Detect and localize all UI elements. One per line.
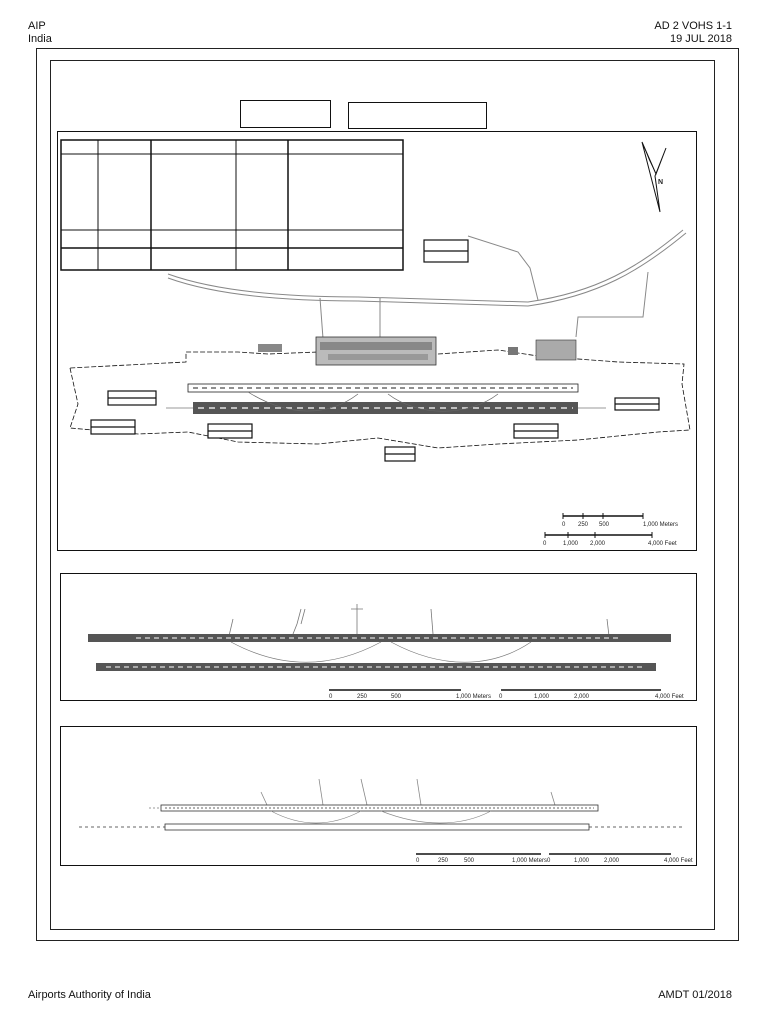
runway-detail-panel-2: 0 250 500 1,000 Meters 0 1,000 2,000 4,0…	[60, 726, 697, 866]
detail2-runway-upper	[160, 804, 599, 812]
d2-m-1000: 1,000 Meters	[512, 858, 547, 864]
title-box-left	[240, 100, 331, 128]
detail2-scale-meters: 0 250 500 1,000 Meters	[416, 853, 547, 864]
terminal-complex	[258, 336, 577, 366]
scale-ft-2000: 2,000	[590, 541, 606, 547]
d1-ft-0: 0	[499, 694, 503, 700]
scale-m-1000: 1,000 Meters	[643, 522, 678, 528]
header-page-ref: AD 2 VOHS 1-1	[654, 20, 732, 32]
d2-ft-0: 0	[547, 858, 551, 864]
d2-ft-4000: 4,000 Feet	[664, 858, 693, 864]
header-country: India	[28, 33, 52, 45]
d1-ft-4000: 4,000 Feet	[655, 694, 684, 700]
d2-m-0: 0	[416, 858, 420, 864]
label-boxes	[90, 239, 660, 462]
access-roads	[167, 229, 687, 354]
d1-ft-2000: 2,000	[574, 694, 590, 700]
runway-detail-drawing-1: 0 250 500 1,000 Meters 0 1,000 2,000 4,0…	[88, 604, 684, 700]
title-box-right	[348, 102, 487, 129]
d1-m-500: 500	[391, 694, 402, 700]
scale-ft-0: 0	[543, 541, 547, 547]
aerodrome-chart-drawing: N	[60, 139, 691, 547]
detail2-scale-feet: 0 1,000 2,000 4,000 Feet	[547, 853, 693, 864]
header-aip: AIP	[28, 20, 46, 32]
d1-m-0: 0	[329, 694, 333, 700]
runway-system	[166, 383, 606, 414]
runway-detail-panel-1: 0 250 500 1,000 Meters 0 1,000 2,000 4,0…	[60, 573, 697, 701]
d1-m-250: 250	[357, 694, 368, 700]
scale-m-500: 500	[599, 522, 610, 528]
footer-publisher: Airports Authority of India	[28, 989, 151, 1001]
d2-m-250: 250	[438, 858, 449, 864]
detail1-connectors	[230, 641, 532, 663]
d2-ft-2000: 2,000	[604, 858, 620, 864]
detail2-runway-lower	[164, 823, 590, 831]
footer-amendment: AMDT 01/2018	[658, 989, 732, 1001]
d1-m-1000: 1,000 Meters	[456, 694, 491, 700]
d1-ft-1000: 1,000	[534, 694, 550, 700]
runway-detail-drawing-2: 0 250 500 1,000 Meters 0 1,000 2,000 4,0…	[79, 778, 693, 864]
declared-distance-table	[60, 139, 404, 271]
header-right: AD 2 VOHS 1-1 19 JUL 2018	[654, 20, 732, 46]
airport-boundary	[69, 349, 691, 449]
detail2-taxiway-stubs	[260, 778, 556, 806]
detail1-scale-meters: 0 250 500 1,000 Meters	[329, 689, 491, 700]
main-scale-feet: 0 1,000 2,000 4,000 Feet	[543, 532, 677, 547]
inner-frame	[50, 60, 715, 930]
detail1-scale-feet: 0 1,000 2,000 4,000 Feet	[499, 689, 684, 700]
scale-ft-4000: 4,000 Feet	[648, 541, 677, 547]
north-letter: N	[658, 179, 663, 186]
north-arrow-icon: N	[641, 141, 667, 213]
main-scale-meters: 0 250 500 1,000 Meters	[562, 513, 678, 528]
d2-m-500: 500	[464, 858, 475, 864]
outer-frame	[36, 48, 739, 941]
detail1-taxiway-stubs	[228, 604, 610, 637]
header-date: 19 JUL 2018	[670, 33, 732, 45]
aerodrome-chart-panel: N	[57, 131, 697, 551]
scale-m-0: 0	[562, 522, 566, 528]
header-left: AIP India	[28, 20, 52, 46]
scale-ft-1000: 1,000	[563, 541, 579, 547]
d2-ft-1000: 1,000	[574, 858, 590, 864]
scale-m-250: 250	[578, 522, 589, 528]
detail2-connectors	[270, 810, 492, 824]
